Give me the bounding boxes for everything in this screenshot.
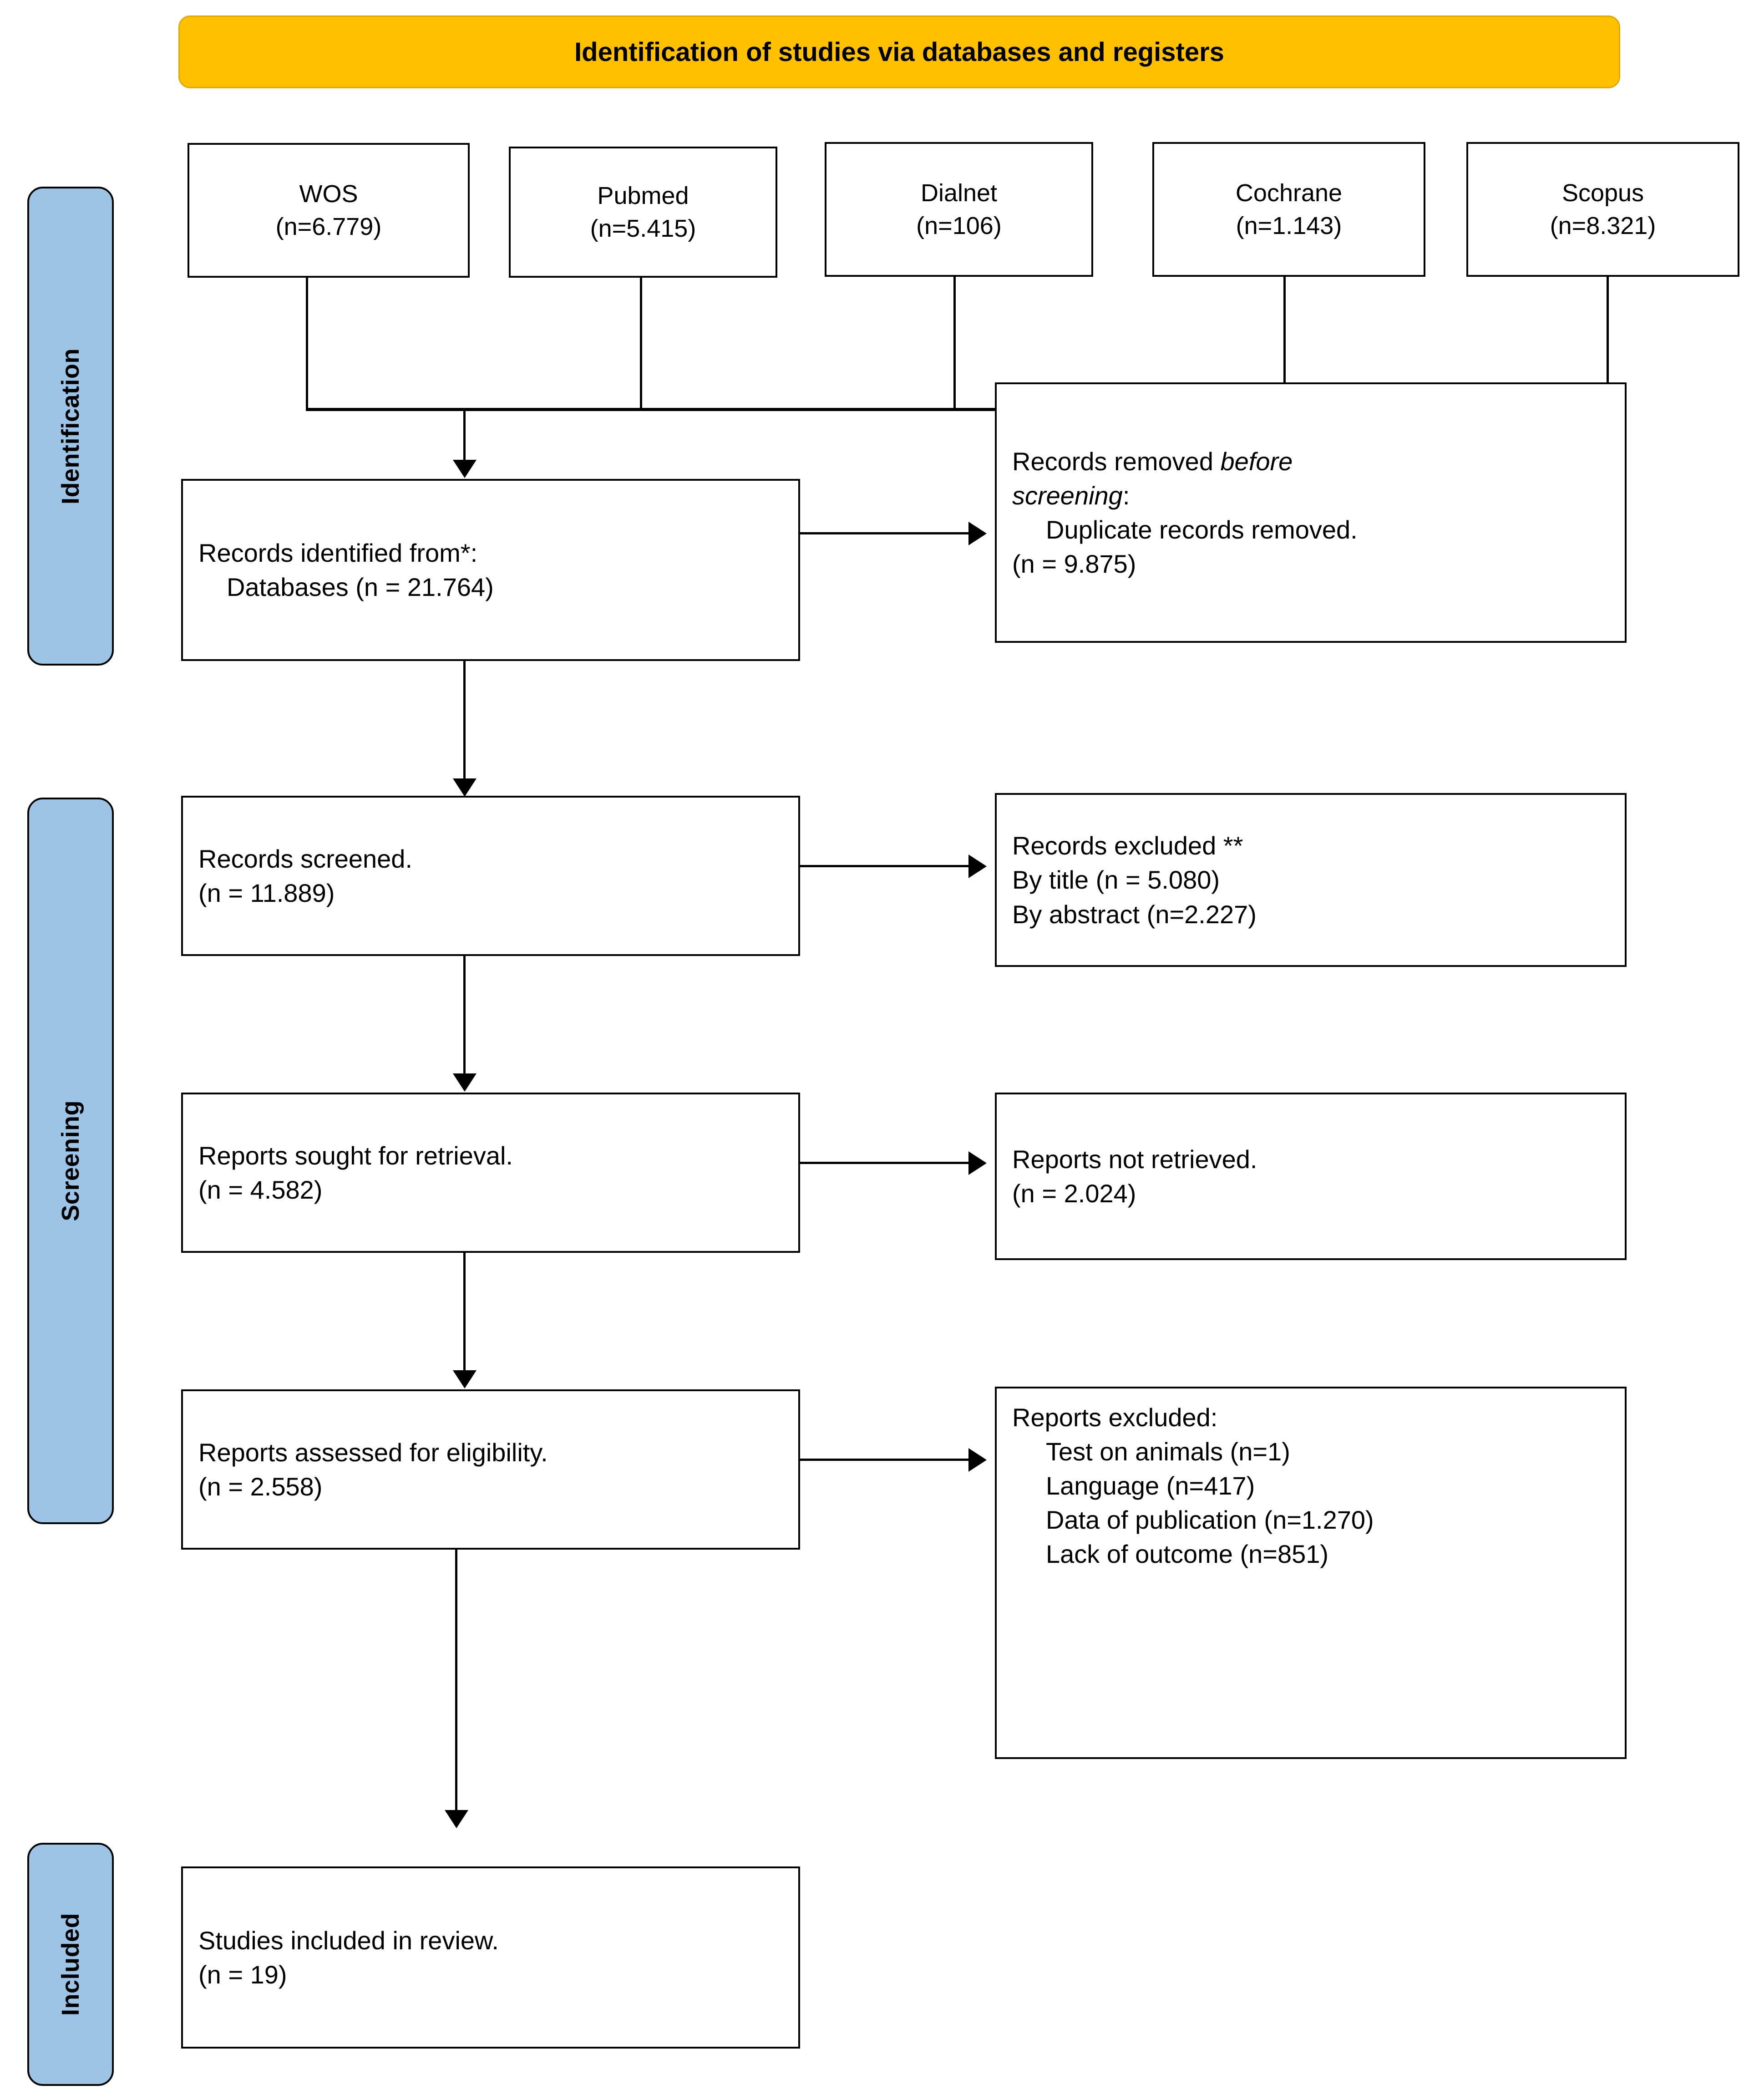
connector-identified-to-removed [800,532,973,534]
header-title: Identification of studies via databases … [574,37,1224,67]
phase-bar-identification: Identification [27,187,114,666]
records-removed-line2: screening: [1012,478,1609,513]
connector-assessed-to-included [455,1550,457,1812]
records-identified-line1: Records identified from*: [198,538,478,567]
arrowhead-to-screened [453,778,477,797]
records-identified-line2: Databases (n = 21.764) [227,573,494,601]
source-name-pubmed: Pubmed [597,182,689,209]
connector-sought-to-assessed [463,1253,466,1372]
source-box-dialnet: Dialnet (n=106) [825,142,1093,277]
reports-assessed-line1: Reports assessed for eligibility. [198,1438,548,1467]
arrowhead-to-sought [453,1073,477,1092]
box-records-screened: Records screened. (n = 11.889) [181,796,800,956]
records-removed-line3: Duplicate records removed. [1046,515,1358,544]
records-excluded-line1: Records excluded ** [1012,831,1243,860]
source-name-wos: WOS [299,180,358,208]
source-count-pubmed: (n=5.415) [590,215,696,242]
records-screened-line2: (n = 11.889) [198,879,335,907]
connector-screened-to-sought [463,956,466,1075]
reports-not-retrieved-line1: Reports not retrieved. [1012,1144,1257,1174]
connector-assessed-to-reports-excluded [800,1459,973,1461]
reports-not-retrieved-line2: (n = 2.024) [1012,1179,1136,1208]
arrowhead-to-assessed [453,1370,477,1388]
box-records-identified: Records identified from*: Databases (n =… [181,479,800,661]
source-name-dialnet: Dialnet [920,179,998,207]
reports-excluded-reason-2: Language (n=417) [1046,1471,1255,1500]
records-removed-text-screening: screening [1012,481,1123,510]
connector-sought-to-not-retrieved [800,1162,973,1164]
reports-sought-line2: (n = 4.582) [198,1175,323,1204]
arrowhead-to-included [445,1810,468,1828]
connector-stub-scopus [1607,277,1609,410]
source-count-wos: (n=6.779) [275,213,382,240]
records-excluded-line3: By abstract (n=2.227) [1012,900,1257,929]
arrowhead-to-not-retrieved [968,1151,987,1175]
reports-excluded-reason-3: Data of publication (n=1.270) [1046,1505,1374,1535]
reports-excluded-reason-1: Test on animals (n=1) [1046,1437,1290,1466]
phase-label-identification: Identification [57,348,84,504]
source-box-wos: WOS (n=6.779) [188,143,470,278]
source-box-scopus: Scopus (n=8.321) [1466,142,1739,277]
box-records-excluded: Records excluded ** By title (n = 5.080)… [995,793,1627,967]
connector-stub-dialnet [953,277,956,410]
connector-stub-wos [306,278,308,410]
records-removed-text-a: Records removed [1012,447,1221,476]
arrowhead-to-records-excluded [968,854,987,878]
phase-bar-included: Included [27,1843,114,2086]
studies-included-line2: (n = 19) [198,1960,287,1989]
records-removed-line1: Records removed before [1012,444,1609,478]
records-screened-line1: Records screened. [198,844,413,873]
phase-label-included: Included [57,1912,84,2016]
reports-excluded-reason-4: Lack of outcome (n=851) [1046,1540,1329,1569]
connector-bus-sources [306,408,1609,411]
source-name-scopus: Scopus [1561,179,1644,207]
phase-label-screening: Screening [57,1100,84,1221]
reports-sought-line1: Reports sought for retrieval. [198,1141,513,1170]
header-banner: Identification of studies via databases … [178,15,1620,88]
connector-stub-cochrane [1283,277,1286,410]
source-box-cochrane: Cochrane (n=1.143) [1152,142,1425,277]
box-reports-sought: Reports sought for retrieval. (n = 4.582… [181,1093,800,1253]
connector-identified-to-screened [463,661,466,780]
source-name-cochrane: Cochrane [1235,179,1343,207]
connector-bus-to-identified [463,410,466,463]
phase-bar-screening: Screening [27,798,114,1524]
source-count-cochrane: (n=1.143) [1236,212,1342,239]
connector-screened-to-excluded [800,865,973,867]
box-reports-excluded: Reports excluded: Test on animals (n=1) … [995,1387,1627,1759]
source-box-pubmed: Pubmed (n=5.415) [509,147,777,278]
source-count-scopus: (n=8.321) [1550,212,1656,239]
arrowhead-to-removed [968,522,987,545]
reports-excluded-title: Reports excluded: [1012,1403,1218,1432]
records-removed-text-before: before [1220,447,1293,476]
studies-included-line1: Studies included in review. [198,1926,499,1955]
records-removed-text-colon: : [1122,481,1130,510]
box-studies-included: Studies included in review. (n = 19) [181,1866,800,2049]
source-count-dialnet: (n=106) [916,212,1002,239]
box-reports-assessed: Reports assessed for eligibility. (n = 2… [181,1389,800,1550]
reports-assessed-line2: (n = 2.558) [198,1472,323,1501]
arrowhead-to-identified [453,460,477,478]
arrowhead-to-reports-excluded [968,1448,987,1472]
records-excluded-line2: By title (n = 5.080) [1012,865,1220,895]
box-records-removed: Records removed before screening: Duplic… [995,382,1627,643]
records-removed-line4: (n = 9.875) [1012,549,1136,579]
connector-stub-pubmed [640,278,642,410]
box-reports-not-retrieved: Reports not retrieved. (n = 2.024) [995,1093,1627,1260]
